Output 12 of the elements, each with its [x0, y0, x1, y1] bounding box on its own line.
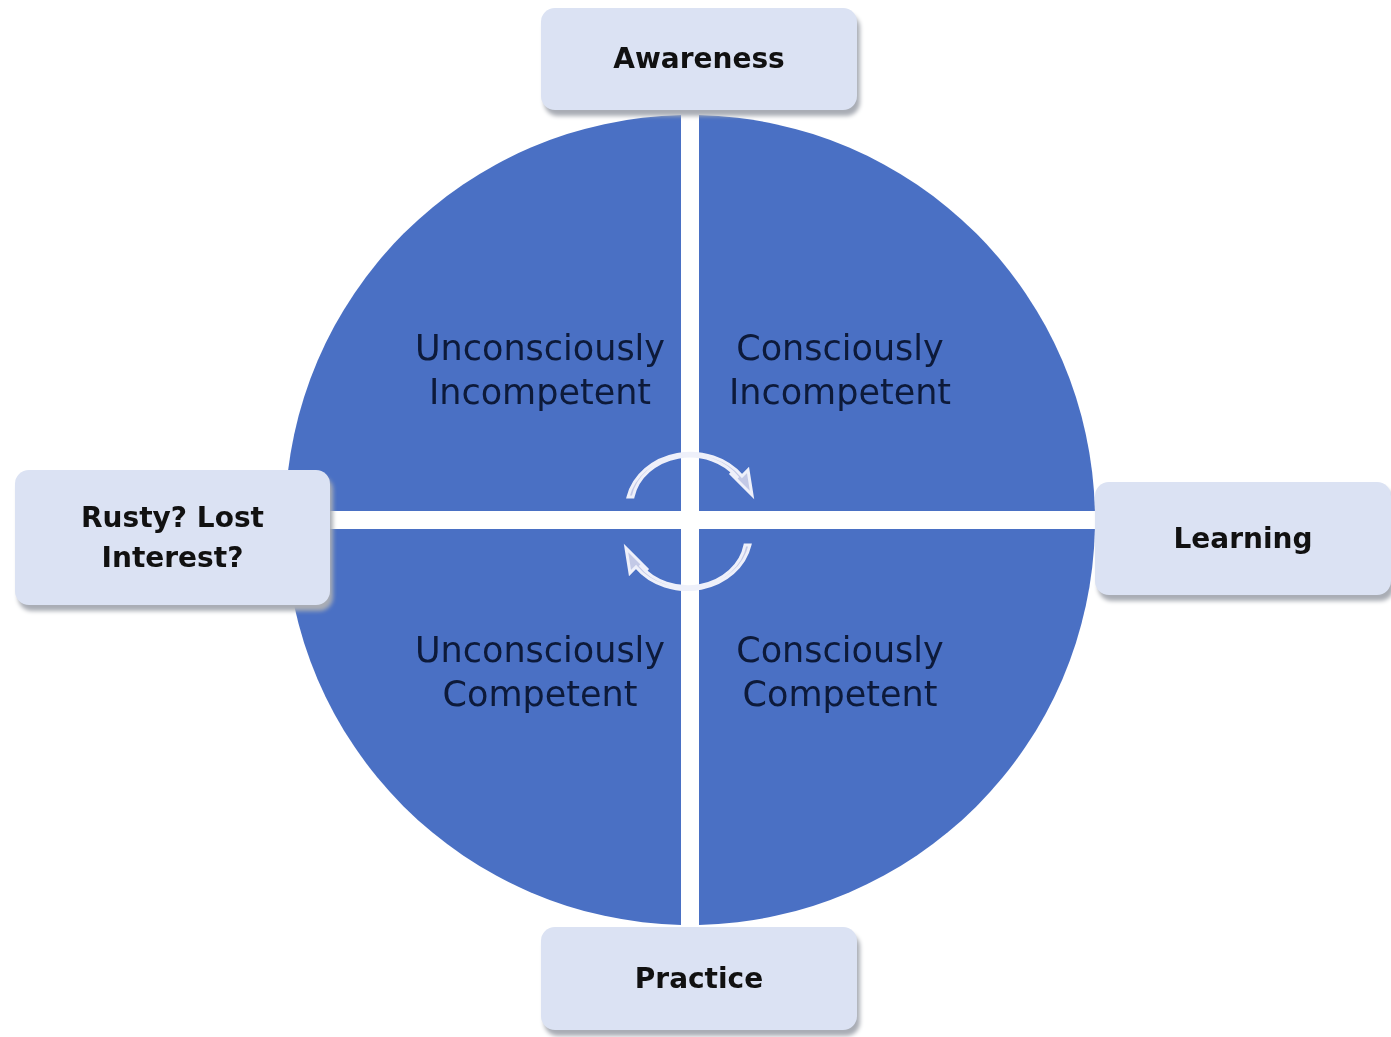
box-label: Rusty? Lost Interest?: [80, 499, 265, 576]
label-box: [541, 8, 857, 110]
label-box: [541, 927, 857, 1030]
box-label: Awareness: [613, 41, 785, 77]
box-label: Practice: [634, 960, 764, 997]
quadrant-label: Unconsciously Incompetent: [413, 327, 667, 414]
box-label: Learning: [1173, 520, 1313, 557]
quadrant-label: Consciously Competent: [735, 629, 945, 716]
label-box: [15, 470, 330, 605]
label-box: [1095, 482, 1391, 595]
quadrant-label: Unconsciously Competent: [413, 629, 667, 716]
quadrant-label: Consciously Incompetent: [727, 327, 953, 414]
